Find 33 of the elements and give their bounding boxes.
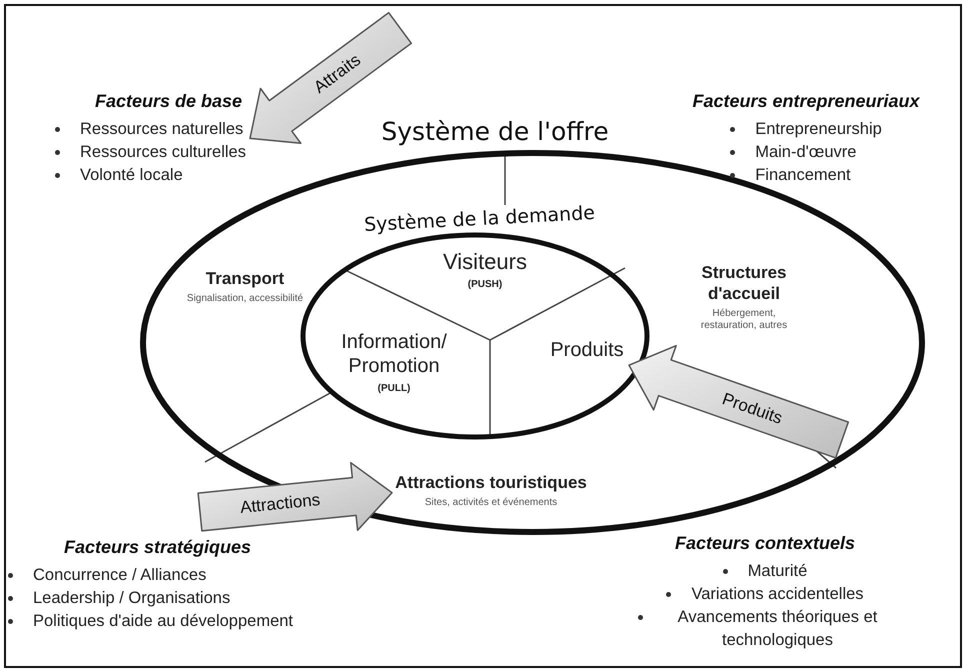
block-arrow — [628, 344, 850, 459]
push-pull-label: (PUSH) — [468, 278, 502, 292]
system-title: Système de l'offre — [381, 116, 609, 148]
factor-item: Ressources naturelles — [80, 119, 244, 140]
sector-title: Structures d'accueil — [700, 262, 788, 304]
sector-title: Attractions touristiques — [395, 472, 587, 493]
factor-item: Main-d'œuvre — [755, 142, 856, 163]
factor-item: Volonté locale — [80, 165, 183, 186]
sector-title: Visiteurs — [443, 250, 527, 274]
factor-item: Leadership / Organisations — [33, 588, 230, 609]
factor-heading: Facteurs stratégiques — [64, 536, 252, 559]
block-arrow — [249, 12, 412, 144]
factor-item: Avancements théoriques et technologiques — [676, 607, 878, 651]
factor-item: Politiques d'aide au développement — [33, 611, 294, 632]
sector-title: Information/ Promotion — [340, 330, 448, 378]
sector-subtitle: Signalisation, accessibilité — [186, 293, 304, 305]
push-pull-label: (PULL) — [378, 382, 410, 396]
sector-title: Transport — [206, 268, 284, 289]
system-title: Système de la demande — [364, 200, 596, 238]
factor-item: Concurrence / Alliances — [33, 565, 206, 586]
factor-item: Variations accidentelles — [691, 584, 864, 605]
factor-item: Financement — [755, 165, 851, 186]
factor-heading: Facteurs entrepreneuriaux — [692, 90, 920, 113]
sector-subtitle: Hébergement, restauration, autres — [700, 308, 788, 332]
factor-item: Maturité — [748, 561, 808, 582]
factor-heading: Facteurs de base — [95, 90, 242, 113]
factor-heading: Facteurs contextuels — [674, 532, 856, 555]
sector-title: Produits — [550, 338, 624, 362]
arrow-label: Attractions — [240, 490, 322, 518]
sector-subtitle: Sites, activités et événements — [424, 497, 558, 509]
factor-item: Entrepreneurship — [755, 119, 882, 140]
factor-item: Ressources culturelles — [80, 142, 246, 163]
block-arrow — [197, 462, 393, 532]
